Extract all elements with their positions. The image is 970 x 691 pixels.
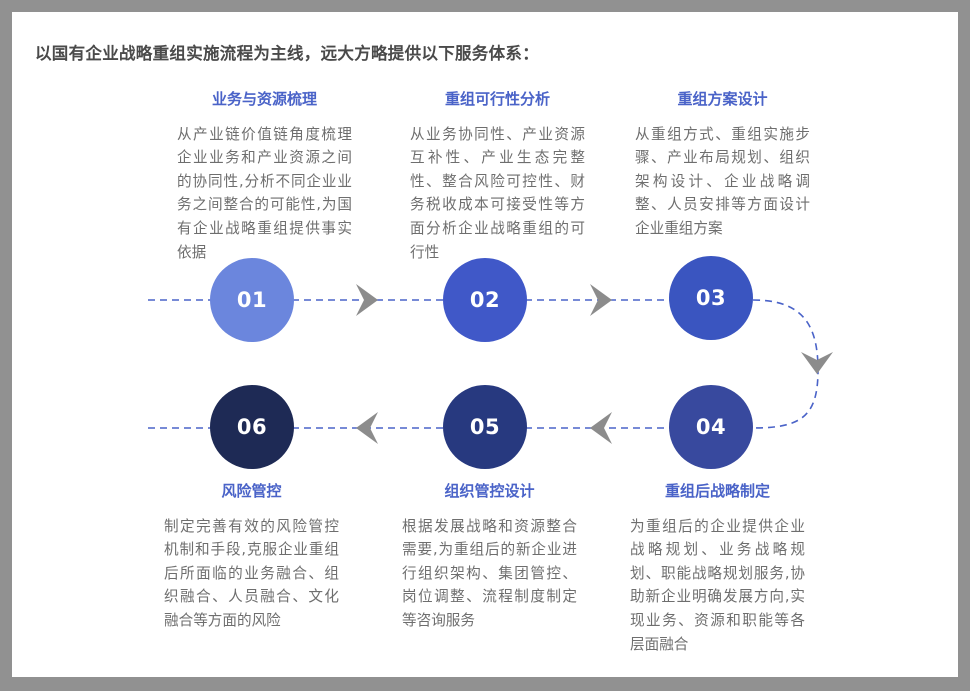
step-heading-06: 风险管控 (221, 482, 282, 500)
step-card-01: 业务与资源梳理 从产业链价值链角度梳理企业业务和产业资源之间的协同性,分析不同企… (177, 90, 352, 264)
chevron-right-icon (356, 284, 378, 316)
step-heading-05: 组织管控设计 (444, 482, 535, 500)
step-heading-03: 重组方案设计 (677, 90, 768, 108)
step-body-01: 从产业链价值链角度梳理企业业务和产业资源之间的协同性,分析不同企业业务之间整合的… (177, 125, 352, 261)
page-title: 以国有企业战略重组实施流程为主线，远大方略提供以下服务体系： (35, 44, 539, 63)
process-flow-diagram: 业务与资源梳理 从产业链价值链角度梳理企业业务和产业资源之间的协同性,分析不同企… (12, 12, 958, 677)
step-card-06: 风险管控 制定完善有效的风险管控机制和手段,克服企业重组后所面临的业务融合、组织… (164, 482, 339, 633)
step-heading-02: 重组可行性分析 (444, 90, 550, 108)
step-node-02[interactable]: 02 (443, 258, 527, 342)
step-card-04: 重组后战略制定 为重组后的企业提供企业战略规划、业务战略规划、职能战略规划服务,… (630, 482, 805, 656)
step-heading-01: 业务与资源梳理 (211, 90, 317, 108)
dash-curve-03-to-04 (752, 299, 819, 429)
chevron-down-icon (801, 352, 833, 374)
step-node-04[interactable]: 04 (669, 385, 753, 469)
step-card-02: 重组可行性分析 从业务协同性、产业资源互补性、产业生态完整性、整合风险可控性、财… (410, 90, 585, 264)
step-body-04: 为重组后的企业提供企业战略规划、业务战略规划、职能战略规划服务,协助新企业明确发… (630, 517, 805, 653)
page-canvas: 以国有企业战略重组实施流程为主线，远大方略提供以下服务体系： (12, 12, 958, 677)
chevron-right-icon (590, 284, 612, 316)
step-node-01[interactable]: 01 (210, 258, 294, 342)
step-body-05: 根据发展战略和资源整合需要,为重组后的新企业进行组织架构、集团管控、岗位调整、流… (402, 517, 577, 630)
step-body-03: 从重组方式、重组实施步骤、产业布局规划、组织架构设计、企业战略调整、人员安排等方… (635, 125, 810, 238)
step-heading-04: 重组后战略制定 (664, 482, 770, 500)
step-node-06[interactable]: 06 (210, 385, 294, 469)
chevron-left-icon (356, 412, 378, 444)
step-node-03[interactable]: 03 (669, 256, 753, 340)
step-card-05: 组织管控设计 根据发展战略和资源整合需要,为重组后的新企业进行组织架构、集团管控… (402, 482, 577, 633)
step-body-02: 从业务协同性、产业资源互补性、产业生态完整性、整合风险可控性、财务税收成本可接受… (410, 125, 585, 261)
step-body-06: 制定完善有效的风险管控机制和手段,克服企业重组后所面临的业务融合、组织融合、人员… (164, 517, 339, 630)
chevron-left-icon (590, 412, 612, 444)
step-node-05[interactable]: 05 (443, 385, 527, 469)
step-card-03: 重组方案设计 从重组方式、重组实施步骤、产业布局规划、组织架构设计、企业战略调整… (635, 90, 810, 241)
